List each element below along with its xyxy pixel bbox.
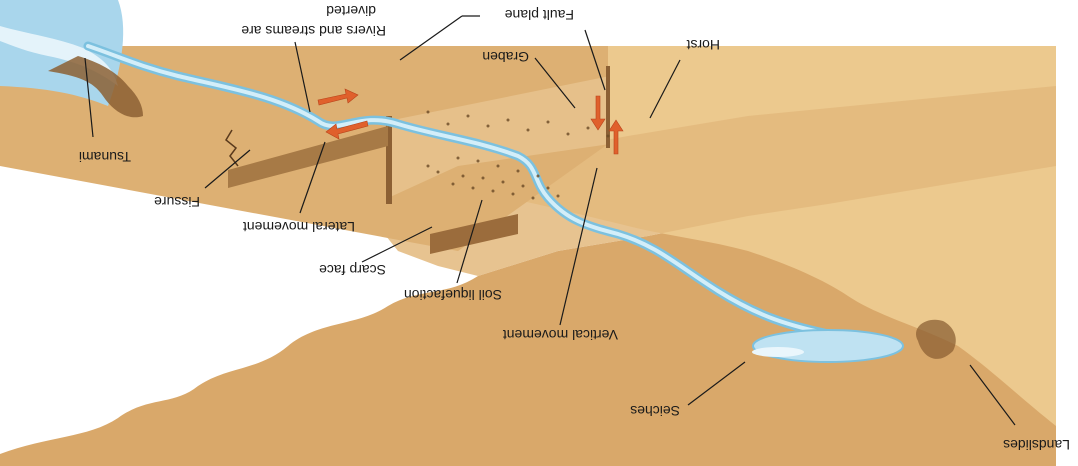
label-soil-liquefaction: Soil liquefaction bbox=[404, 287, 502, 303]
label-tsunami: Tsunami bbox=[79, 149, 131, 165]
label-diverted: diverted bbox=[326, 3, 376, 19]
label-fissure: Fissure bbox=[154, 194, 200, 210]
label-rivers-streams: Rivers and streams are bbox=[241, 23, 386, 39]
landscape-artwork bbox=[0, 0, 1056, 466]
label-seiches: Seiches bbox=[630, 403, 680, 419]
label-fault-plane: Fault plane bbox=[505, 7, 574, 23]
label-graben: Graben bbox=[482, 49, 529, 65]
seiche-lake bbox=[753, 330, 903, 362]
label-lateral-movement: Lateral movement bbox=[243, 219, 355, 235]
label-vertical-movement: Vertical movement bbox=[503, 327, 618, 343]
seiche-lake-shine bbox=[752, 347, 804, 357]
label-scarp-face: Scarp face bbox=[319, 262, 386, 278]
label-landslides: Landslides bbox=[1003, 437, 1070, 453]
label-horst: Horst bbox=[686, 37, 720, 53]
